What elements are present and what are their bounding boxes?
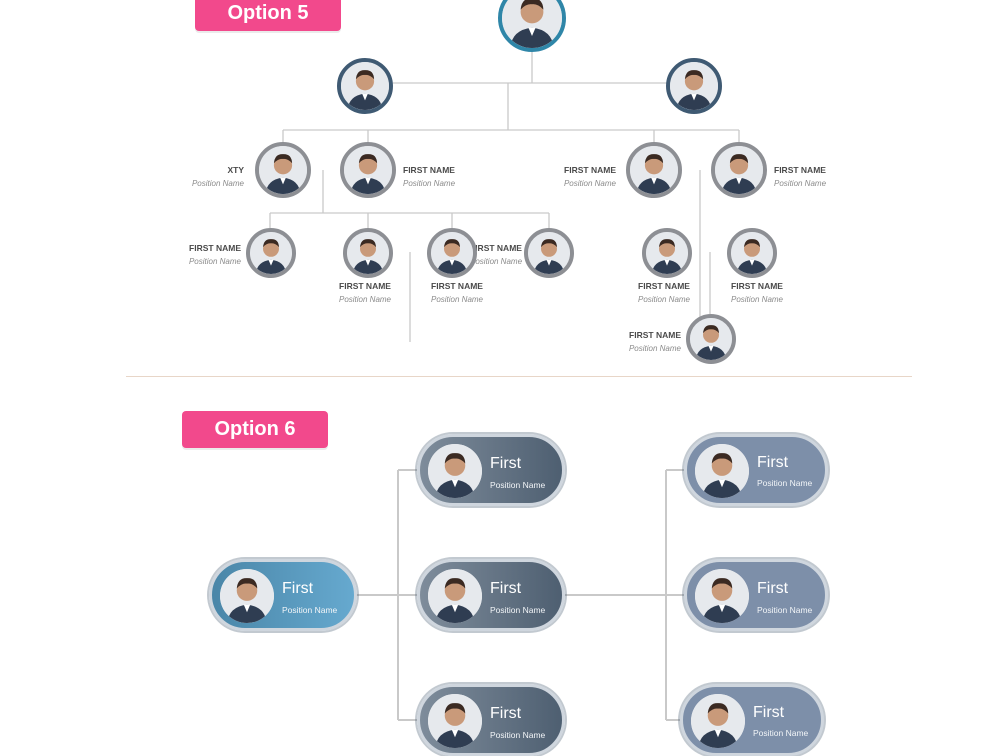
node-mid-center: First Position Name: [417, 559, 565, 631]
person-photo-icon: [691, 694, 745, 748]
person-photo-icon: [428, 694, 482, 748]
node-name: First: [490, 580, 522, 597]
label-row3-a: FIRST NAME Position Name: [561, 329, 681, 355]
label-name: FIRST NAME: [189, 243, 241, 253]
label-position: Position Name: [430, 295, 484, 304]
label-position: Position Name: [338, 295, 392, 304]
node-name: First: [753, 704, 785, 721]
label-row1-c: FIRST NAME Position Name: [496, 164, 616, 190]
avatar-row2-a: [246, 228, 296, 278]
section-divider: [126, 376, 912, 377]
label-row2-c: FIRST NAME Position Name: [397, 280, 517, 306]
node-position: Position Name: [282, 605, 338, 615]
node-mid-top: First Position Name: [417, 434, 565, 506]
option5-badge: Option 5: [195, 0, 341, 31]
person-photo-icon: [695, 569, 749, 623]
avatar-level2-left: [337, 58, 393, 114]
label-position: Position Name: [470, 257, 523, 266]
label-name: FIRST NAME: [403, 165, 455, 175]
node-position: Position Name: [490, 605, 546, 615]
avatar-row2-e: [642, 228, 692, 278]
avatar-level2-right: [666, 58, 722, 114]
node-position: Position Name: [490, 480, 546, 490]
label-row2-b: FIRST NAME Position Name: [305, 280, 425, 306]
node-position: Position Name: [490, 730, 546, 740]
node-right-top: First Position Name: [684, 434, 828, 506]
node-mid-bottom: First Position Name: [417, 684, 565, 756]
avatar-row1-a: [255, 142, 311, 198]
label-position: Position Name: [563, 179, 616, 188]
label-name: FIRST NAME: [638, 281, 690, 291]
node-name: First: [490, 705, 522, 722]
avatar-row3-a: [686, 314, 736, 364]
node-position: Position Name: [757, 605, 813, 615]
label-name: FIRST NAME: [731, 281, 783, 291]
node-name: First: [490, 455, 522, 472]
label-position: Position Name: [637, 295, 691, 304]
label-row1-b: FIRST NAME Position Name: [403, 164, 523, 190]
avatar-row1-d: [711, 142, 767, 198]
label-name: FIRST NAME: [629, 330, 681, 340]
label-position: Position Name: [628, 344, 681, 353]
avatar-row2-b: [343, 228, 393, 278]
label-row2-f: FIRST NAME Position Name: [697, 280, 817, 306]
node-name: First: [757, 454, 789, 471]
node-position: Position Name: [757, 478, 813, 488]
node-right-center: First Position Name: [684, 559, 828, 631]
avatar-row2-d: [524, 228, 574, 278]
person-photo-icon: [695, 444, 749, 498]
node-name: First: [757, 580, 789, 597]
avatar-row2-f: [727, 228, 777, 278]
option6-badge: Option 6: [182, 411, 328, 448]
label-position: Position Name: [188, 257, 241, 266]
node-name: First: [282, 580, 314, 597]
avatar-row2-c: [427, 228, 477, 278]
label-name: FIRST NAME: [564, 165, 616, 175]
person-photo-icon: [220, 569, 274, 623]
node-right-bottom: First Position Name: [680, 684, 824, 756]
avatar-row1-b: [340, 142, 396, 198]
label-row1-a: XTY Position Name: [124, 164, 244, 190]
label-row2-a: FIRST NAME Position Name: [121, 242, 241, 268]
node-position: Position Name: [753, 728, 809, 738]
avatar-row1-c: [626, 142, 682, 198]
label-position: Position Name: [774, 179, 827, 188]
label-name: FIRST NAME: [774, 165, 826, 175]
label-position: Position Name: [730, 295, 784, 304]
label-position: Position Name: [403, 179, 456, 188]
person-photo-icon: [428, 444, 482, 498]
person-photo-icon: [428, 569, 482, 623]
label-row2-d: FIRST NAME Position Name: [470, 242, 590, 268]
avatar-top: [498, 0, 566, 52]
label-position: Position Name: [191, 179, 244, 188]
option5-connectors: [269, 50, 740, 342]
label-name: FIRST NAME: [431, 281, 483, 291]
node-root: First Position Name: [209, 559, 357, 631]
label-name: XTY: [227, 165, 244, 175]
label-row2-e: FIRST NAME Position Name: [604, 280, 724, 306]
label-row1-d: FIRST NAME Position Name: [774, 164, 894, 190]
label-name: FIRST NAME: [339, 281, 391, 291]
label-name: FIRST NAME: [470, 243, 522, 253]
